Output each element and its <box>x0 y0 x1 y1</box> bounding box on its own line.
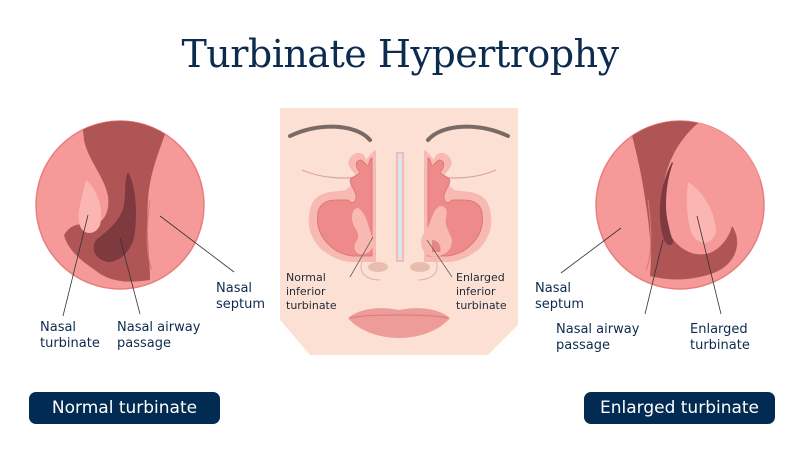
label-nasal-turbinate: Nasal turbinate <box>40 320 100 351</box>
label-nasal-airway-passage-right: Nasal airway passage <box>556 322 640 353</box>
caption-normal-turbinate: Normal turbinate <box>29 392 220 424</box>
label-nasal-airway-passage: Nasal airway passage <box>117 320 201 351</box>
page-title: Turbinate Hypertrophy <box>181 32 619 76</box>
normal-endoscopic-view <box>35 120 235 317</box>
face-diagram <box>280 108 518 355</box>
label-enlarged-inferior-turbinate: Enlarged inferior turbinate <box>456 271 507 312</box>
enlarged-endoscopic-view <box>560 120 765 315</box>
caption-enlarged-turbinate: Enlarged turbinate <box>584 392 775 424</box>
label-nasal-septum-left: Nasal septum <box>216 281 266 312</box>
label-nasal-septum-right: Nasal septum <box>535 281 585 312</box>
label-normal-inferior-turbinate: Normal inferior turbinate <box>286 271 337 312</box>
label-enlarged-turbinate: Enlarged turbinate <box>690 322 750 353</box>
